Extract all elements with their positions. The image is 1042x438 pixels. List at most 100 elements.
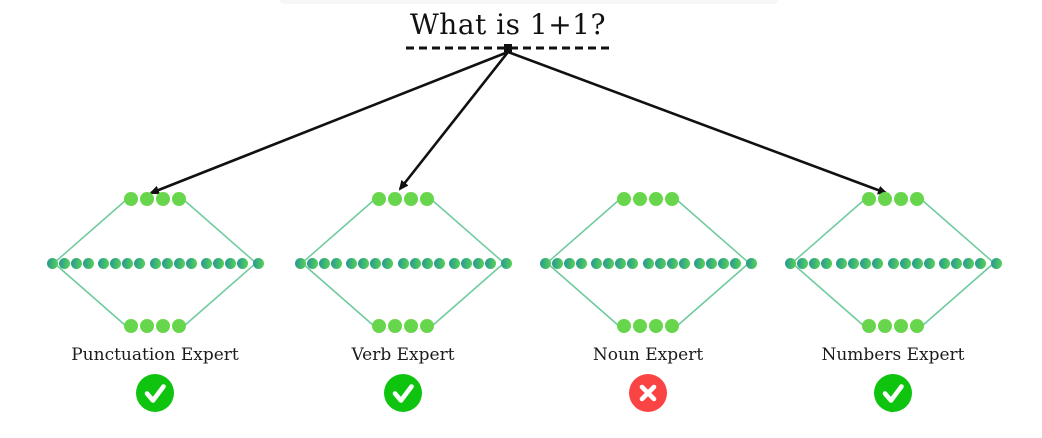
neuron-dot (421, 257, 433, 269)
neuron-dot (420, 192, 434, 206)
neuron-dot (213, 257, 224, 269)
router-apex-dot (504, 44, 512, 52)
neuron-dot (82, 257, 94, 269)
neuron-dot (346, 257, 357, 269)
neuron-dot (461, 257, 472, 269)
neuron-dot (201, 257, 212, 269)
neuron-dot (899, 257, 911, 269)
output-neurons-row (47, 319, 263, 333)
neuron-dot (420, 319, 434, 333)
neuron-dot (665, 192, 679, 206)
neuron-dot (975, 257, 986, 269)
neuron-dot (872, 257, 883, 269)
neuron-dot (665, 319, 679, 333)
result-badge (47, 374, 263, 412)
neuron-dot (397, 257, 409, 269)
network-edges (301, 199, 505, 327)
neuron-dot (172, 319, 186, 333)
network-edges (546, 199, 750, 327)
expert-label: Verb Expert (351, 345, 455, 365)
expert-network (784, 192, 1002, 333)
neuron-dot (730, 257, 741, 269)
neuron-dot (654, 257, 666, 269)
neuron-dot (563, 257, 575, 269)
neuron-dot (591, 257, 602, 269)
neuron-dot (642, 257, 654, 269)
expert-network (539, 192, 757, 333)
neuron-dot (649, 319, 663, 333)
neuron-dot (404, 319, 418, 333)
neuron-dot (185, 257, 197, 269)
neuron-dot (894, 192, 908, 206)
neuron-dot (808, 257, 820, 269)
neuron-dot (539, 257, 551, 269)
neuron-dot (124, 319, 138, 333)
neuron-dot (887, 257, 899, 269)
expert-card: Numbers Expert (784, 192, 1002, 412)
neuron-dot (694, 257, 705, 269)
expert-network (294, 192, 512, 333)
check-icon (384, 374, 422, 412)
expert-card: Verb Expert (294, 192, 512, 412)
neuron-dot (951, 257, 962, 269)
network-edges (791, 199, 995, 327)
neuron-dot (910, 192, 924, 206)
neuron-dot (294, 257, 306, 269)
neuron-dot (820, 257, 832, 269)
neuron-dot (575, 257, 587, 269)
neuron-dot (149, 257, 161, 269)
neuron-dot (156, 319, 170, 333)
input-neurons-row (785, 192, 1001, 206)
neuron-dot (500, 257, 512, 269)
neuron-dot (225, 257, 236, 269)
top-crop-artifact (280, 0, 778, 4)
neuron-dot (633, 319, 647, 333)
neuron-dot (318, 257, 330, 269)
router-arrow (507, 50, 888, 195)
output-neurons-row (540, 319, 756, 333)
neuron-dot (603, 257, 614, 269)
neuron-dot (330, 257, 342, 269)
neuron-dot (878, 192, 892, 206)
neuron-dot (862, 319, 876, 333)
x-icon (629, 374, 667, 412)
neuron-dot (372, 319, 386, 333)
router-arrows (149, 50, 888, 195)
neuron-dot (894, 319, 908, 333)
neuron-dot (796, 257, 808, 269)
router-arrow (398, 51, 510, 191)
neuron-dot (939, 257, 950, 269)
neuron-dot (990, 257, 1002, 269)
neuron-dot (172, 192, 186, 206)
neuron-dot (358, 257, 369, 269)
neuron-dot (878, 319, 892, 333)
question-title: What is 1+1? (410, 8, 606, 41)
neuron-dot (173, 257, 185, 269)
neuron-dot (156, 192, 170, 206)
neuron-dot (615, 257, 626, 269)
result-badge (785, 374, 1001, 412)
router-arrow (149, 50, 509, 195)
neuron-dot (58, 257, 70, 269)
output-neurons-row (295, 319, 511, 333)
neuron-dot (46, 257, 58, 269)
result-badge (540, 374, 756, 412)
check-icon (136, 374, 174, 412)
neuron-dot (70, 257, 82, 269)
neuron-dot (666, 257, 678, 269)
neuron-dot (678, 257, 690, 269)
neuron-dot (134, 257, 145, 269)
result-badge (295, 374, 511, 412)
input-neurons-row (47, 192, 263, 206)
neuron-dot (409, 257, 421, 269)
output-neurons-row (785, 319, 1001, 333)
check-icon (874, 374, 912, 412)
neuron-dot (372, 192, 386, 206)
neuron-dot (617, 319, 631, 333)
expert-card: Noun Expert (539, 192, 757, 412)
neuron-dot (433, 257, 445, 269)
neuron-dot (370, 257, 381, 269)
input-neurons-row (540, 192, 756, 206)
neuron-dot (706, 257, 717, 269)
